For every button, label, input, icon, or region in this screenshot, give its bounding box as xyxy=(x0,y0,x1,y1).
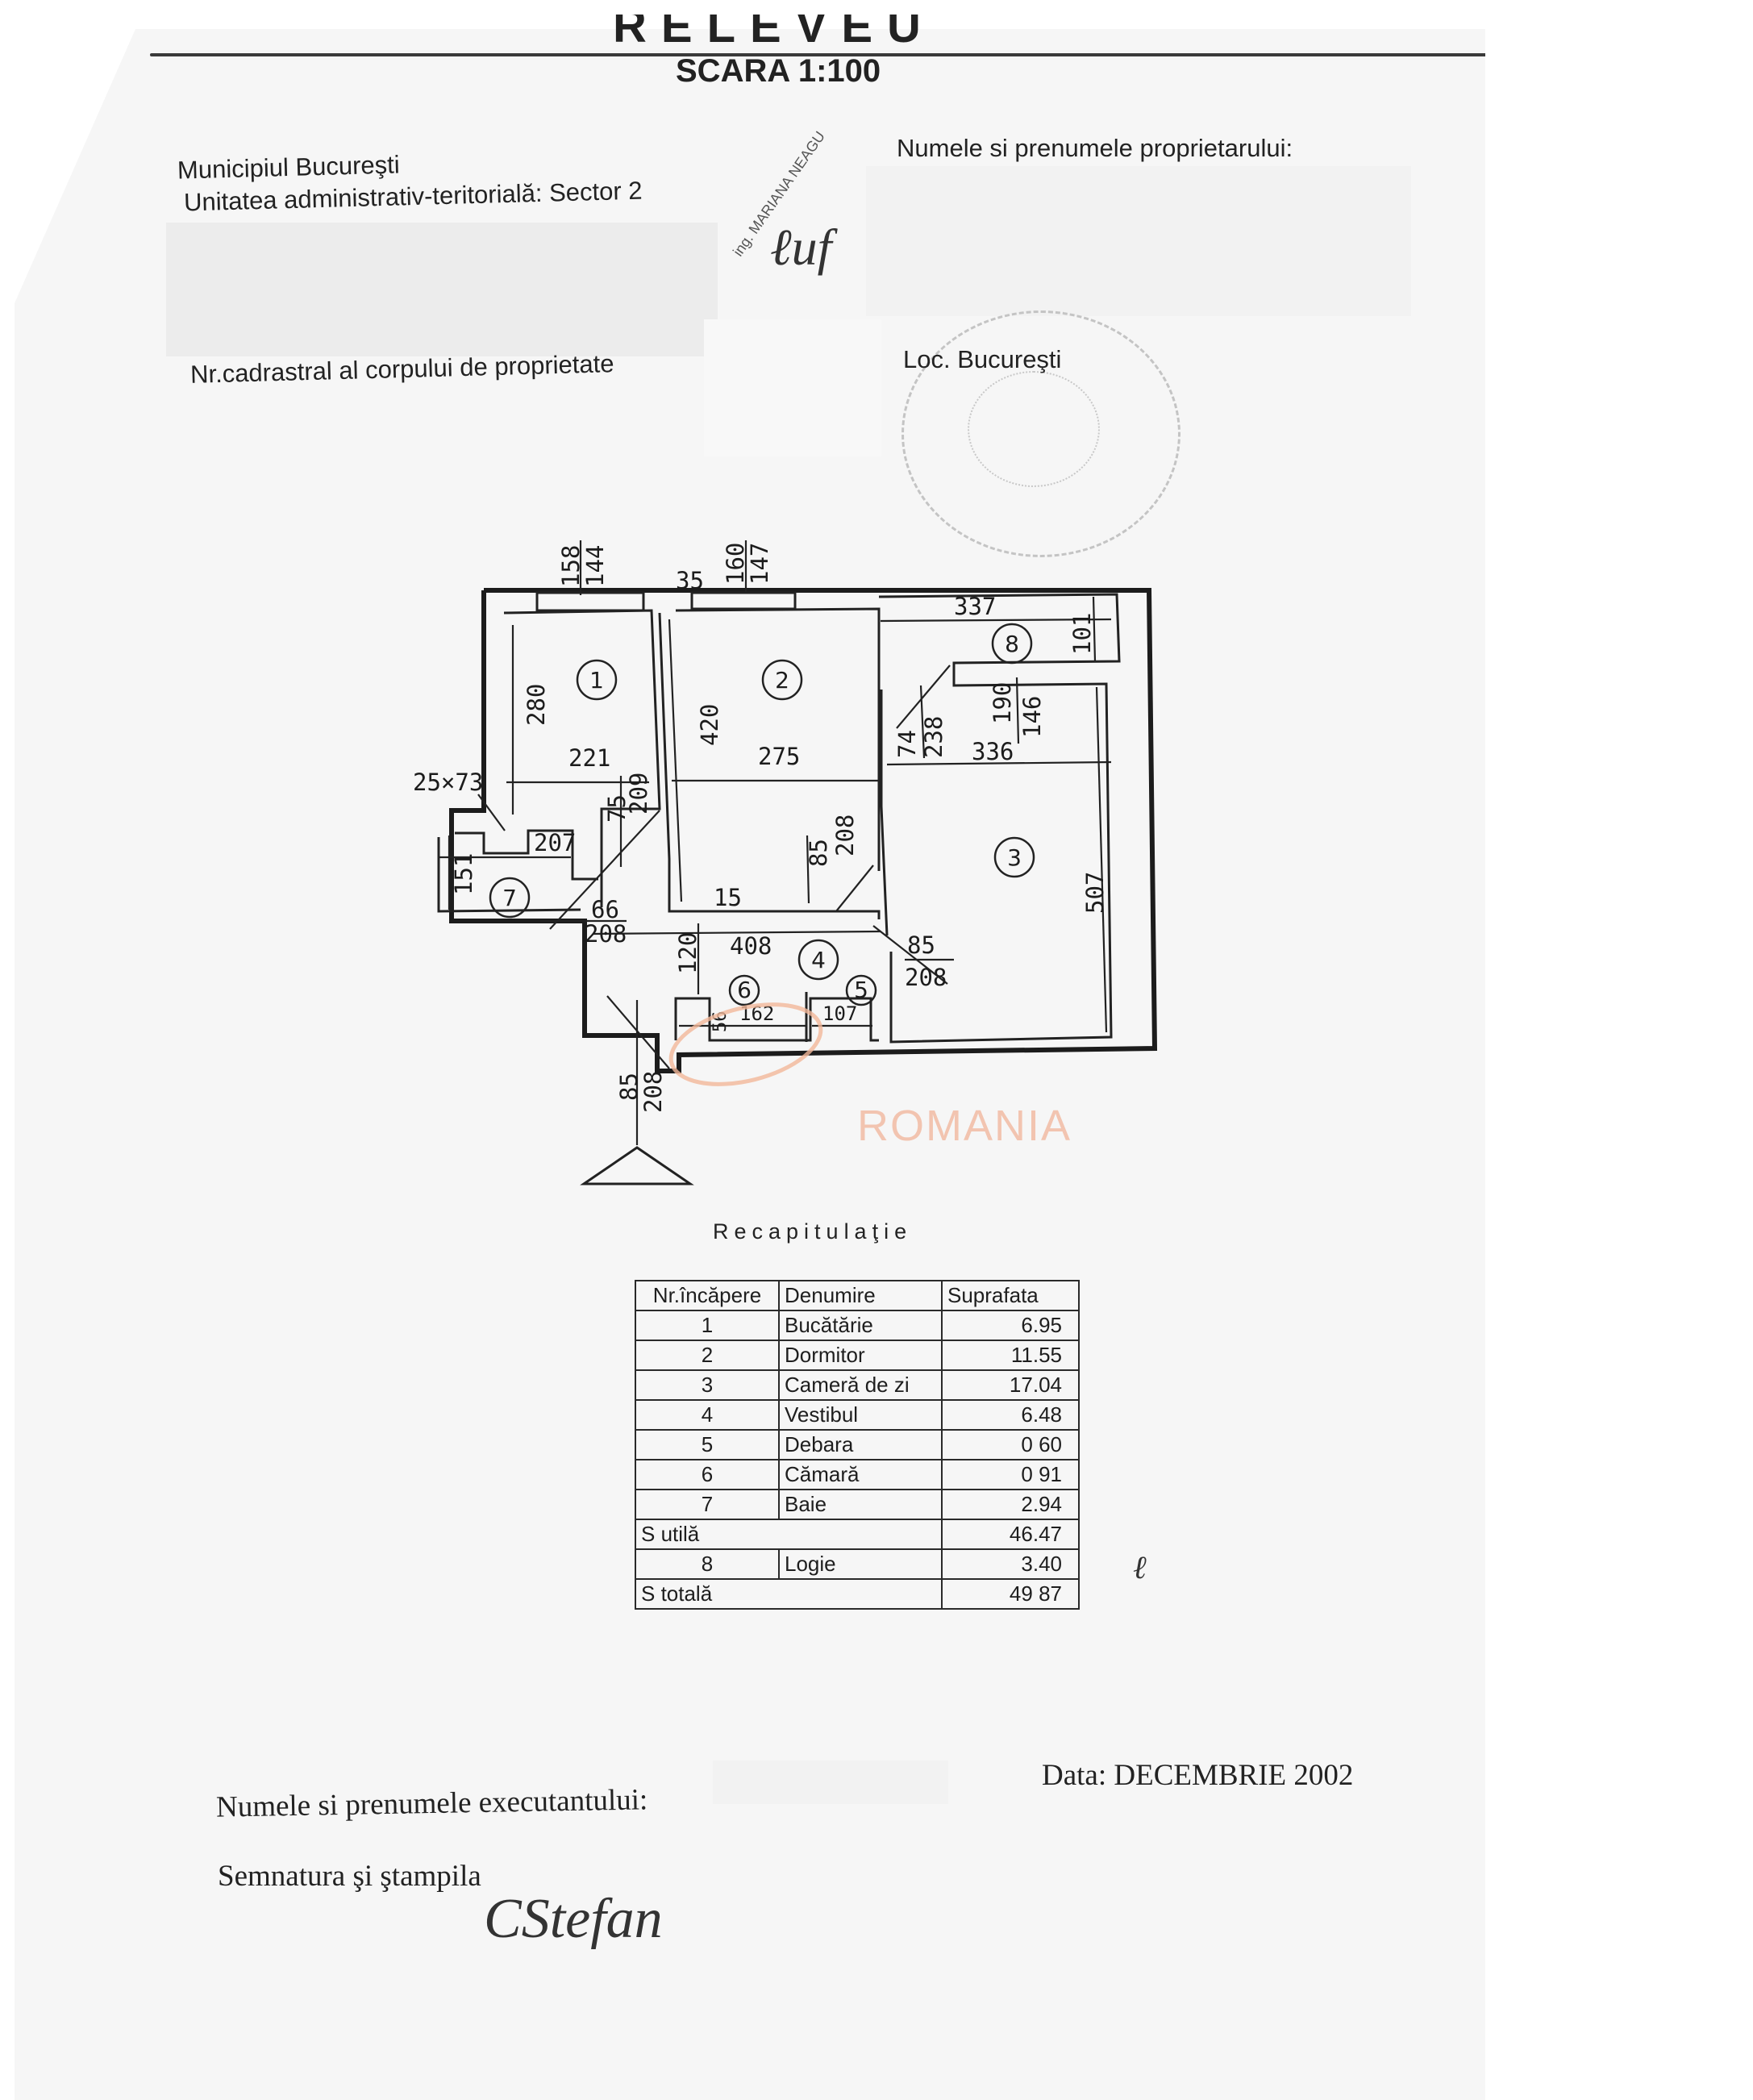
total-area-label: S totală xyxy=(635,1578,943,1610)
recap-title: Recapitulaţie xyxy=(713,1219,913,1244)
redacted-executor-name xyxy=(713,1760,948,1804)
table-header-row: Nr.încăpere Denumire Suprafata xyxy=(635,1280,1080,1311)
table-row: 5 Debara 0 60 xyxy=(635,1429,1080,1460)
room-number: 1 xyxy=(635,1310,780,1341)
room-name: Cămară xyxy=(778,1459,943,1490)
room-number: 3 xyxy=(635,1369,780,1401)
document-title: RELEVEU xyxy=(613,15,935,47)
room-number: 4 xyxy=(635,1399,780,1431)
table-row: 1 Bucătărie 6.95 xyxy=(635,1310,1080,1341)
header-room-number: Nr.încăpere xyxy=(635,1280,780,1311)
engineer-signature: ℓuf xyxy=(770,219,832,276)
table-row: 3 Cameră de zi 17.04 xyxy=(635,1369,1080,1401)
handwritten-mark: ℓ xyxy=(1133,1549,1147,1585)
room-name: Vestibul xyxy=(778,1399,943,1431)
total-area-row: S totală 49 87 xyxy=(635,1578,1080,1610)
table-row: 6 Cămară 0 91 xyxy=(635,1459,1080,1490)
table-row: 2 Dormitor 11.55 xyxy=(635,1340,1080,1371)
header-area: Suprafata xyxy=(941,1280,1080,1311)
useful-area-label: S utilă xyxy=(635,1519,943,1550)
owner-label: Numele si prenumele proprietarului: xyxy=(897,134,1293,162)
room-name: Logie xyxy=(778,1548,943,1580)
room-area: 6.48 xyxy=(941,1399,1080,1431)
room-area: 11.55 xyxy=(941,1340,1080,1371)
room-area: 0 91 xyxy=(941,1459,1080,1490)
locality-label: Loc. Bucureşti xyxy=(903,345,1062,373)
room-name: Baie xyxy=(778,1489,943,1520)
room-number: 8 xyxy=(635,1548,780,1580)
room-area: 3.40 xyxy=(941,1548,1080,1580)
official-stamp-emblem xyxy=(968,371,1100,487)
watermark: ROMANIA xyxy=(857,1102,1072,1150)
room-area: 6.95 xyxy=(941,1310,1080,1341)
table-row: 7 Baie 2.94 xyxy=(635,1489,1080,1520)
executor-signature: CStefan xyxy=(484,1888,663,1950)
useful-area-row: S utilă 46.47 xyxy=(635,1519,1080,1550)
room-number: 7 xyxy=(635,1489,780,1520)
room-number: 5 xyxy=(635,1429,780,1460)
table-row: 4 Vestibul 6.48 xyxy=(635,1399,1080,1431)
useful-area-value: 46.47 xyxy=(941,1519,1080,1550)
room-name: Dormitor xyxy=(778,1340,943,1371)
room-area: 0 60 xyxy=(941,1429,1080,1460)
municipality-label: Municipiul Bucureşti xyxy=(177,150,401,185)
recap-table: Nr.încăpere Denumire Suprafata 1 Bucătăr… xyxy=(635,1280,1080,1610)
room-area: 2.94 xyxy=(941,1489,1080,1520)
page-top-edge xyxy=(150,53,1485,56)
date-label: Data: DECEMBRIE 2002 xyxy=(1042,1759,1354,1792)
room-number: 2 xyxy=(635,1340,780,1371)
header-name: Denumire xyxy=(778,1280,943,1311)
room-name: Bucătărie xyxy=(778,1310,943,1341)
official-stamp xyxy=(901,310,1180,557)
scale-label: SCARA 1:100 xyxy=(676,53,881,89)
table-row: 8 Logie 3.40 xyxy=(635,1548,1080,1580)
room-area: 17.04 xyxy=(941,1369,1080,1401)
room-name: Cameră de zi xyxy=(778,1369,943,1401)
redacted-address xyxy=(166,223,718,356)
room-name: Debara xyxy=(778,1429,943,1460)
redacted-cadastral-number xyxy=(704,319,881,456)
room-number: 6 xyxy=(635,1459,780,1490)
total-area-value: 49 87 xyxy=(941,1578,1080,1610)
signature-label: Semnatura şi ştampila xyxy=(218,1860,481,1893)
redacted-owner-name xyxy=(866,166,1411,316)
